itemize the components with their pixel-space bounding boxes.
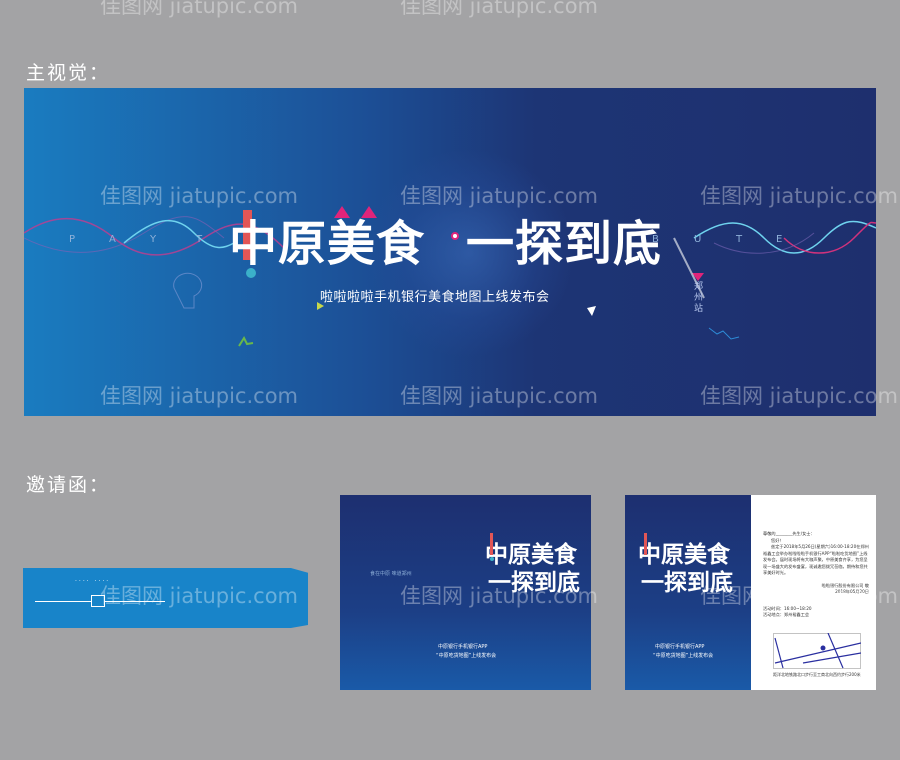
- wave-letter: U: [694, 234, 702, 245]
- watermark: 佳图网 jiatupic.com: [400, 0, 598, 18]
- wave-letter: A: [109, 234, 116, 245]
- wave-letter: B: [652, 234, 659, 245]
- banner-title-part2: 一探到底: [466, 216, 663, 272]
- wave-letter: T: [196, 234, 203, 245]
- letter-hello: 您好！: [771, 537, 784, 543]
- location-map: [773, 633, 861, 669]
- event-place: 活动地点：郑州裕鑫工会: [763, 612, 810, 617]
- wave-letter: T: [736, 234, 743, 245]
- front-title-part1: 中原美食: [485, 542, 577, 568]
- section-label-main-visual: 主视觉：: [26, 62, 111, 84]
- inside-cover: 中原美食 一探到底 中原银行手机银行APP “中原吃货地图”上线发布会: [625, 495, 751, 690]
- front-line1: 中原银行手机银行APP: [438, 644, 488, 650]
- envelope: ···· ····: [23, 568, 308, 628]
- inside-line2: “中原吃货地图”上线发布会: [653, 653, 714, 659]
- event-time: 活动时间：16:00~18:20: [763, 605, 812, 611]
- banner-subtitle: 啦啦啦啦手机银行美食地图上线发布会: [320, 290, 550, 305]
- front-line2: “中原吃货地图”上线发布会: [436, 653, 497, 659]
- letter-greeting: 尊敬的________先生/女士：: [763, 531, 815, 536]
- letter-date: 2018年05月20日: [835, 589, 869, 594]
- letter-signature: 啦啦银行股份有限公司 敬: [821, 582, 869, 588]
- wave-lines: [24, 206, 876, 347]
- wave-letter: E: [776, 234, 783, 245]
- invitation-inside: 中原美食 一探到底 中原银行手机银行APP “中原吃货地图”上线发布会 尊敬的_…: [625, 495, 876, 690]
- section-label-invitation: 邀请函：: [26, 474, 111, 496]
- front-title-part2: 一探到底: [488, 570, 580, 596]
- station-label: 郑州站: [694, 282, 704, 314]
- inside-line1: 中原银行手机银行APP: [655, 644, 705, 650]
- banner-title-part1: 中原美食: [229, 216, 426, 272]
- exclaim-mark: [490, 533, 493, 555]
- inside-title-part2: 一探到底: [641, 570, 733, 596]
- exclaim-dot: [490, 557, 494, 561]
- front-tagline: 食在中原 味道郑州: [370, 571, 412, 577]
- envelope-seal: [91, 595, 105, 607]
- map-caption: 距洋北地铁路北口步行至工商北向西约步行200米: [773, 672, 861, 677]
- exclaim-mark: [644, 533, 647, 555]
- wave-letter: Y: [150, 234, 157, 245]
- title-dot: [451, 232, 459, 240]
- envelope-tagline: ···· ····: [75, 578, 111, 585]
- invitation-front: 中原美食 一探到底 食在中原 味道郑州 中原银行手机银行APP “中原吃货地图”…: [340, 495, 591, 690]
- particle-burst: [364, 148, 574, 358]
- letter-body: 尊敬的________先生/女士： 您好！ 兹定于2018年5月26日(星期六)…: [763, 531, 869, 619]
- watermark: 佳图网 jiatupic.com: [100, 0, 298, 18]
- inside-title-part1: 中原美食: [638, 542, 730, 568]
- main-visual-banner: P A Y T B U T E 中原美食 一探到底 啦啦啦啦手机银行美食地图上线…: [24, 88, 876, 416]
- letter-text: 兹定于2018年5月26日(星期六)16:00-18:20在郑州裕鑫工会举办啦啦…: [763, 544, 869, 575]
- wave-letter: P: [69, 234, 76, 245]
